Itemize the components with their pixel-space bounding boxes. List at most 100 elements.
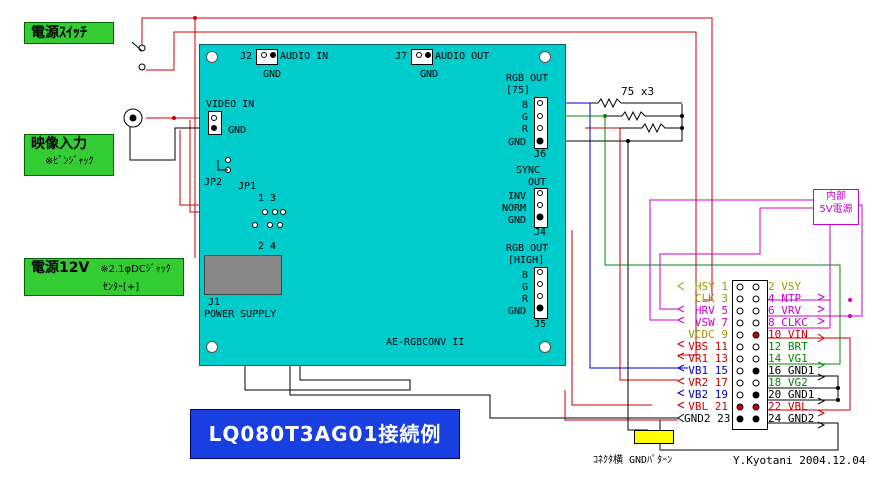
rgbh-pin-b: B xyxy=(522,270,529,281)
audio-in-label: AUDIO IN xyxy=(280,51,329,62)
power-12v-sub2: ｾﾝﾀｰ[+] xyxy=(103,282,140,293)
connector-pin-label: GND2 23 xyxy=(684,412,731,425)
rgbh-pin-gnd: GND xyxy=(508,306,527,317)
wire-switch-bottom xyxy=(146,31,697,356)
video-input-label: 映像入力 xyxy=(31,136,87,152)
rgb75-pin-b: B xyxy=(522,100,529,111)
power-5v-line1: 内部 xyxy=(826,191,846,202)
connector-pin-label: 12 BRT xyxy=(768,340,808,353)
rgbh-title: RGB OUT xyxy=(506,243,549,254)
j2-label: J2 xyxy=(240,51,253,62)
connector-pin-label: 20 GND1 xyxy=(768,388,815,401)
resistor-label: 75 x3 xyxy=(621,85,655,98)
connector-pin-label: 18 VG2 xyxy=(768,376,808,389)
wire-vbl xyxy=(571,230,652,406)
rgb75-pin-gnd: GND xyxy=(508,137,527,148)
rgb-converter-board: J2 AUDIO IN GND J7 AUDIO OUT GND VIDEO I… xyxy=(199,44,566,366)
rgb75-sub: [75] xyxy=(506,85,531,96)
wire-vg1 xyxy=(604,116,841,365)
j5-label: J5 xyxy=(534,319,547,330)
connector-pin-label: 8 CLKC xyxy=(768,316,808,329)
connector-pin-label: VB1 15 xyxy=(688,364,728,377)
video-input-box: 映像入力 ※ﾋﾟﾝｼﾞｬｯｸ xyxy=(24,134,114,176)
wire-5v-b xyxy=(659,207,813,310)
j1-label: J1 xyxy=(208,297,221,308)
rgbh-pin-r: R xyxy=(522,294,529,305)
resistor-2 xyxy=(605,110,682,122)
audio-out-label: AUDIO OUT xyxy=(435,51,490,62)
connector-pin-label: 16 GND1 xyxy=(768,364,815,377)
resistor-3 xyxy=(620,122,682,134)
power-12v-label: 電源12V xyxy=(31,260,90,276)
connector-pin-label: VR2 17 xyxy=(688,376,728,389)
connector-pin-label: 22 VBL xyxy=(768,400,808,413)
wire-video-gnd xyxy=(129,118,218,161)
j6-label: J6 xyxy=(534,149,547,160)
internal-5v-source: 内部 5V電源 xyxy=(813,189,859,225)
sync-pin-gnd: GND xyxy=(508,215,527,226)
jp1-top-pins: 1 3 xyxy=(258,193,277,204)
rgbh-pin-g: G xyxy=(522,282,529,293)
rgb75-pin-r: R xyxy=(522,124,529,135)
j7-label: J7 xyxy=(395,51,408,62)
connector-pin-label: HSY 1 xyxy=(694,280,728,293)
power-12v-sub1: ※2.1φDCｼﾞｬｯｸ xyxy=(100,264,171,275)
mount-hole xyxy=(206,51,218,63)
connector-pin-label: 10 VIN xyxy=(768,328,808,341)
wire-r1 xyxy=(585,127,678,381)
power-supply-label: POWER SUPPLY xyxy=(204,309,277,320)
connector-pin-label: VCDC 9 xyxy=(688,328,728,341)
wire-red-loop xyxy=(564,390,678,421)
sync-sub: OUT xyxy=(528,177,547,188)
power-switch-box: 電源ｽｲｯﾁ xyxy=(24,22,114,44)
rca-jack-symbol xyxy=(123,108,143,128)
j4-label: J4 xyxy=(534,227,547,238)
power-5v-line2: 5V電源 xyxy=(819,204,853,215)
sync-pin-norm: NORM xyxy=(502,203,527,214)
connector-pin-label: VBL 21 xyxy=(688,400,728,413)
connector-pin-label: HRV 5 xyxy=(694,304,728,317)
gnd-pattern xyxy=(634,430,674,444)
wire-vin xyxy=(752,337,851,411)
audio-in-gnd: GND xyxy=(263,69,282,80)
connector-pin-label: 6 VRV xyxy=(768,304,802,317)
jp2-label: JP2 xyxy=(204,177,223,188)
mount-hole xyxy=(539,341,551,353)
video-in-gnd: GND xyxy=(228,125,247,136)
connector-pin-label: CLK 3 xyxy=(694,292,728,305)
rgbh-sub: [HIGH] xyxy=(508,255,545,266)
video-in-label: VIDEO IN xyxy=(206,99,255,110)
board-name: AE-RGBCONV II xyxy=(386,337,465,348)
power-switch-label: 電源ｽｲｯﾁ xyxy=(31,25,87,41)
wire-vb1 xyxy=(589,103,678,369)
connector-pin-label: VB2 19 xyxy=(688,388,728,401)
sync-title: SYNC xyxy=(516,165,541,176)
connector-pin-label: VR1 13 xyxy=(688,352,728,365)
connector-pin-label: VSW 7 xyxy=(694,316,728,329)
rgb75-pin-g: G xyxy=(522,112,529,123)
sync-pin-inv: INV xyxy=(508,191,527,202)
video-input-sub: ※ﾋﾟﾝｼﾞｬｯｸ xyxy=(45,156,94,167)
credit: Y.Kyotani 2004.12.04 xyxy=(733,454,866,467)
switch-symbol xyxy=(131,41,146,71)
resistor-1 xyxy=(590,97,682,109)
diagram-title: LQ080T3AG01接続例 xyxy=(190,409,460,459)
connector-pin-label: VBS 11 xyxy=(688,340,728,353)
jp1-bottom-pins: 2 4 xyxy=(258,241,277,252)
connector-pin-label: 4 NTP xyxy=(768,292,802,305)
rgb75-title: RGB OUT xyxy=(506,73,549,84)
gnd-pattern-label: ｺﾈｸﾀ横 GNDﾊﾟﾀｰﾝ xyxy=(593,455,673,466)
jp1-label: JP1 xyxy=(238,181,257,192)
mount-hole xyxy=(206,341,218,353)
mount-hole xyxy=(539,51,551,63)
j6-connector xyxy=(534,97,548,149)
connector-pin-label: 14 VG1 xyxy=(768,352,808,365)
audio-out-gnd: GND xyxy=(420,69,439,80)
connector-pin-label: 24 GND2 xyxy=(768,412,815,425)
connector-pin-label: 2 VSY xyxy=(768,280,802,293)
power-12v-box: 電源12V ※2.1φDCｼﾞｬｯｸ ｾﾝﾀｰ[+] xyxy=(24,258,184,296)
wire-5v-c xyxy=(760,204,863,317)
dc-jack-footprint xyxy=(204,255,282,295)
